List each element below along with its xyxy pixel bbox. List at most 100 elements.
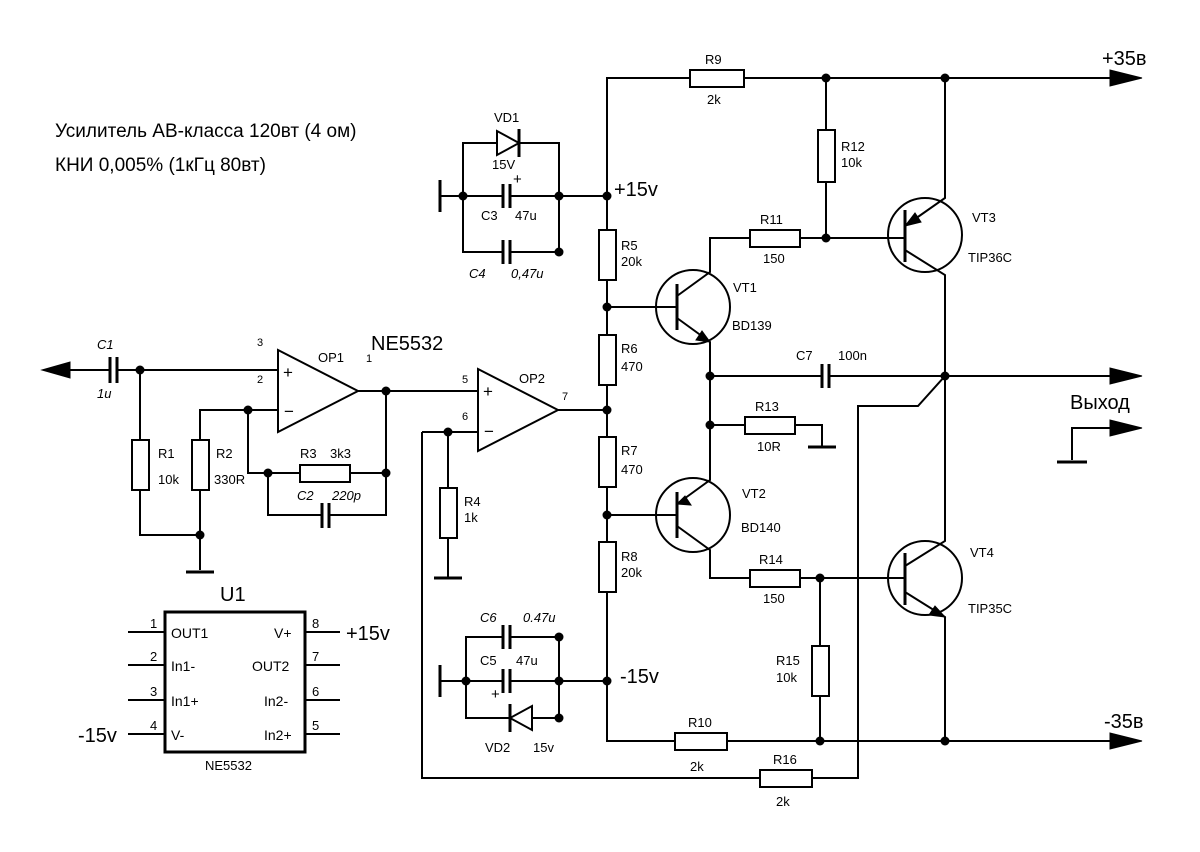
r5-value: 20k [621,254,642,269]
rail-pos35-label: +35в [1102,48,1147,70]
c7-name: C7 [796,348,813,363]
capacitor-c5: + C5 47u [480,653,538,703]
ic-pin-8-num: 8 [312,616,319,631]
vt3-value: TIP36C [968,250,1012,265]
r14-value: 150 [763,591,785,606]
vt4-value: TIP35C [968,601,1012,616]
c7-value: 100n [838,348,867,363]
capacitor-c7: C7 100n [796,348,867,388]
vt4-name: VT4 [970,545,994,560]
resistor-r3: R3 3k3 [299,446,351,483]
ic-pin-3-label: In1+ [171,693,199,709]
svg-text:+: + [283,363,293,382]
op2-name: OP2 [519,371,545,386]
resistor-r15: R15 10k [776,645,830,697]
op2-pin-out: 7 [562,391,568,403]
op1-pin-out: 1 [366,353,372,365]
ic-pin-7-label: OUT2 [252,658,290,674]
r3-value: 3k3 [330,446,351,461]
resistor-r16: R16 2k [759,752,813,809]
opamp-part-label: NE5532 [371,333,443,355]
r9-value: 2k [707,92,721,107]
vd2-value: 15v [533,740,554,755]
output-terminal [1109,367,1143,385]
ic-pin-5-num: 5 [312,718,319,733]
r11-value: 150 [763,251,785,266]
resistor-r12: R12 10k [817,129,865,183]
r13-name: R13 [755,399,779,414]
r15-name: R15 [776,653,800,668]
resistor-r9: R9 2k [689,52,745,107]
resistor-r13: R13 10R [744,399,796,454]
resistor-r5: R5 20k [598,229,642,281]
pos35-terminal [1109,69,1143,87]
c5-value: 47u [516,653,538,668]
ic-pin-4-num: 4 [150,718,157,733]
c1-name: C1 [97,337,114,352]
resistor-r8: R8 20k [598,541,642,593]
r16-name: R16 [773,752,797,767]
op2-pin-pos: 5 [462,374,468,386]
ic-pin-4-label: V- [171,727,185,743]
op1-name: OP1 [318,350,344,365]
ic-pin-8-label: V+ [274,625,292,641]
ic-pin-6-label: In2- [264,693,288,709]
capacitor-c1: C1 1u [97,337,278,401]
svg-text:−: − [284,402,294,421]
resistor-r11: R11 150 [749,212,801,266]
r9-name: R9 [705,52,722,67]
c3-name: C3 [481,208,498,223]
title-line-1: Усилитель АВ-класса 120вт (4 ом) [55,121,357,142]
r3-name: R3 [300,446,317,461]
transistor-vt2: VT2 BD140 [607,376,781,579]
r6-value: 470 [621,359,643,374]
vd2-name: VD2 [485,740,510,755]
zener-vd1: VD1 15V [492,110,522,172]
resistor-r7: R7 470 [598,436,643,488]
title-line-2: КНИ 0,005% (1кГц 80вт) [55,155,266,176]
op1-pin-pos: 2 [257,374,263,386]
r16-value: 2k [776,794,790,809]
transistor-vt1: VT1 BD139 [607,237,772,376]
c6-name: C6 [480,610,497,625]
ic-supply-neg: -15v [78,725,117,747]
capacitor-c3: + C3 47u [481,171,537,223]
ic-pin-2-label: In1- [171,658,195,674]
c1-value: 1u [97,386,111,401]
opamp-op2: + − OP2 5 6 7 [462,367,568,453]
r5-name: R5 [621,238,638,253]
ic-pin-3-num: 3 [150,684,157,699]
c2-name: C2 [297,488,314,503]
resistor-r1: R1 10k [131,439,179,491]
op1-pin-top: 3 [257,337,263,349]
r4-value: 1k [464,510,478,525]
r4-name: R4 [464,494,481,509]
svg-text:+: + [491,686,500,703]
resistor-r2: R2 330R [191,439,245,491]
ic-pin-5-label: In2+ [264,727,292,743]
ic-u1: U1 1 2 3 4 8 7 6 5 OUT1 In1- In1+ V- V+ … [78,584,390,773]
vd1-name: VD1 [494,110,519,125]
r10-name: R10 [688,715,712,730]
ic-pin-1-num: 1 [150,616,157,631]
c4-value: 0,47u [511,266,544,281]
r12-name: R12 [841,139,865,154]
r12-value: 10k [841,155,862,170]
capacitor-c2: C2 220p [297,488,361,528]
svg-text:+: + [513,171,522,188]
r1-value: 10k [158,472,179,487]
c2-value: 220p [331,488,361,503]
svg-text:−: − [484,422,494,441]
rail-pos15-label: +15v [614,179,658,201]
ic-pin-6-num: 6 [312,684,319,699]
svg-text:+: + [483,382,493,401]
c6-value: 0.47u [523,610,556,625]
resistor-r14: R14 150 [749,552,801,606]
capacitor-c6: C6 0.47u [480,610,556,649]
vt1-name: VT1 [733,280,757,295]
zener-vd2: VD2 15v [485,704,554,755]
ic-part-label: NE5532 [205,758,252,773]
r7-value: 470 [621,462,643,477]
r11-name: R11 [760,212,783,227]
